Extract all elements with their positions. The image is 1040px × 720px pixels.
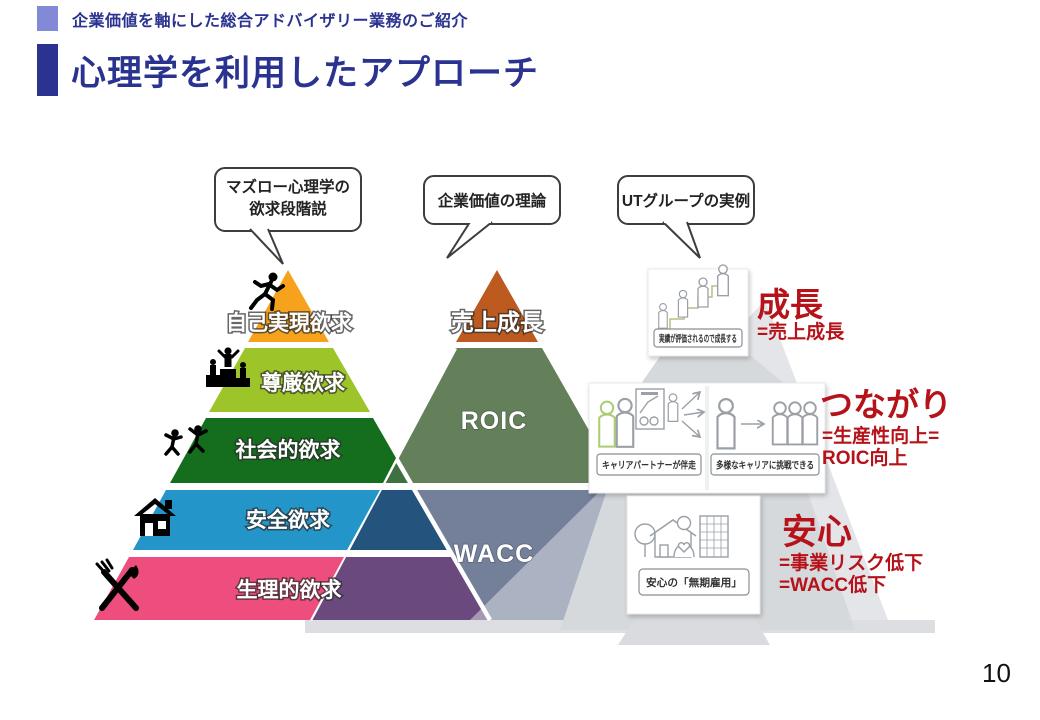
career-partner-caption: キャリアパートナーが伴走: [602, 460, 696, 472]
example-card-security: 安心の「無期雇用」: [626, 495, 761, 615]
page-number: 10: [982, 658, 1011, 688]
security-label: 安心: [782, 513, 852, 552]
example-card-growth: 実績が評価されるので成長する: [647, 264, 749, 357]
value-level-sales-shape: [456, 270, 538, 342]
maslow-level-0-shape: [248, 270, 329, 342]
diverse-career-caption: 多様なキャリアに挑戦できる: [716, 460, 814, 472]
page-title-row: 心理学を利用したアプローチ: [37, 44, 539, 96]
maslow-pyramid: 自己実現欲求 尊厳欲求 社会的欲求 安全欲求 生理的欲求: [94, 270, 396, 620]
pedestal-1: [638, 352, 790, 388]
pedestal-3: [618, 610, 770, 645]
overlap-physio-wacc: [310, 557, 490, 620]
career-partner-illustration: キャリアパートナーが伴走: [596, 388, 704, 476]
maslow-level-1-shape: [209, 348, 370, 412]
steps-illustration: [656, 285, 726, 331]
callout-maslow: マズロー心理学の 欲求段階説: [214, 167, 362, 265]
cutlery-icon: [95, 558, 139, 611]
security-card-caption: 安心の「無期雇用」: [646, 576, 742, 589]
connection-label: つながり: [820, 386, 952, 423]
maslow-level-3-label: 安全欲求: [246, 508, 330, 532]
callout-example: UTグループの実例: [617, 175, 755, 259]
maslow-level-0-label: 自己実現欲求: [226, 311, 352, 335]
example-labels: 成長 =売上成長 つながり =生産性向上= ROIC向上 安心 =事業リスク低下…: [757, 286, 952, 596]
value-level-roic-shape: [396, 348, 619, 483]
diverse-career-illustration: 多様なキャリアに挑戦できる: [710, 397, 820, 476]
house-icon: [134, 498, 176, 536]
eyebrow-text: 企業価値を軸にした総合アドバイザリー業務のご紹介: [72, 12, 469, 30]
value-level-wacc-label: WACC: [454, 540, 534, 568]
podium-icon: [206, 347, 250, 387]
maslow-level-4-shape: [94, 557, 344, 620]
maslow-level-3-shape: [133, 490, 380, 550]
runner-icon: [249, 272, 285, 311]
overlap-social-roic: [383, 458, 411, 483]
connection-eq-0: =生産性向上=: [822, 424, 939, 447]
eyebrow-square-icon: [37, 6, 58, 31]
people-icon: [164, 425, 208, 456]
growth-label: 成長: [757, 286, 824, 323]
maslow-level-2-shape: [170, 418, 396, 483]
security-eq-1: =WACC低下: [779, 573, 886, 596]
maslow-level-1-label: 尊厳欲求: [261, 371, 345, 395]
callout-maslow-line-0: マズロー心理学の: [226, 177, 350, 196]
growth-eq-0: =売上成長: [757, 320, 845, 343]
maslow-right-edge: [394, 456, 492, 622]
callout-theory-line-0: 企業価値の理論: [437, 191, 547, 210]
security-illustration: [634, 515, 729, 558]
page-title: 心理学を利用したアプローチ: [71, 53, 540, 93]
value-level-sales-label: 売上成長: [451, 309, 544, 335]
eyebrow: 企業価値を軸にした総合アドバイザリー業務のご紹介: [37, 6, 468, 31]
callout-maslow-line-1: 欲求段階説: [248, 199, 327, 218]
callout-theory: 企業価値の理論: [423, 175, 561, 259]
security-eq-0: =事業リスク低下: [779, 551, 923, 574]
connection-eq-1: ROIC向上: [822, 446, 908, 469]
maslow-level-2-label: 社会的欲求: [235, 438, 341, 462]
value-level-roic-label: ROIC: [461, 407, 528, 435]
growth-card-caption: 実績が評価されるので成長する: [659, 333, 737, 345]
maslow-level-4-label: 生理的欲求: [237, 578, 342, 602]
callout-example-line-0: UTグループの実例: [622, 191, 750, 210]
title-bar-icon: [37, 44, 58, 96]
example-card-connection: キャリアパートナーが伴走 多様なキャリアに挑戦できる: [588, 382, 826, 494]
